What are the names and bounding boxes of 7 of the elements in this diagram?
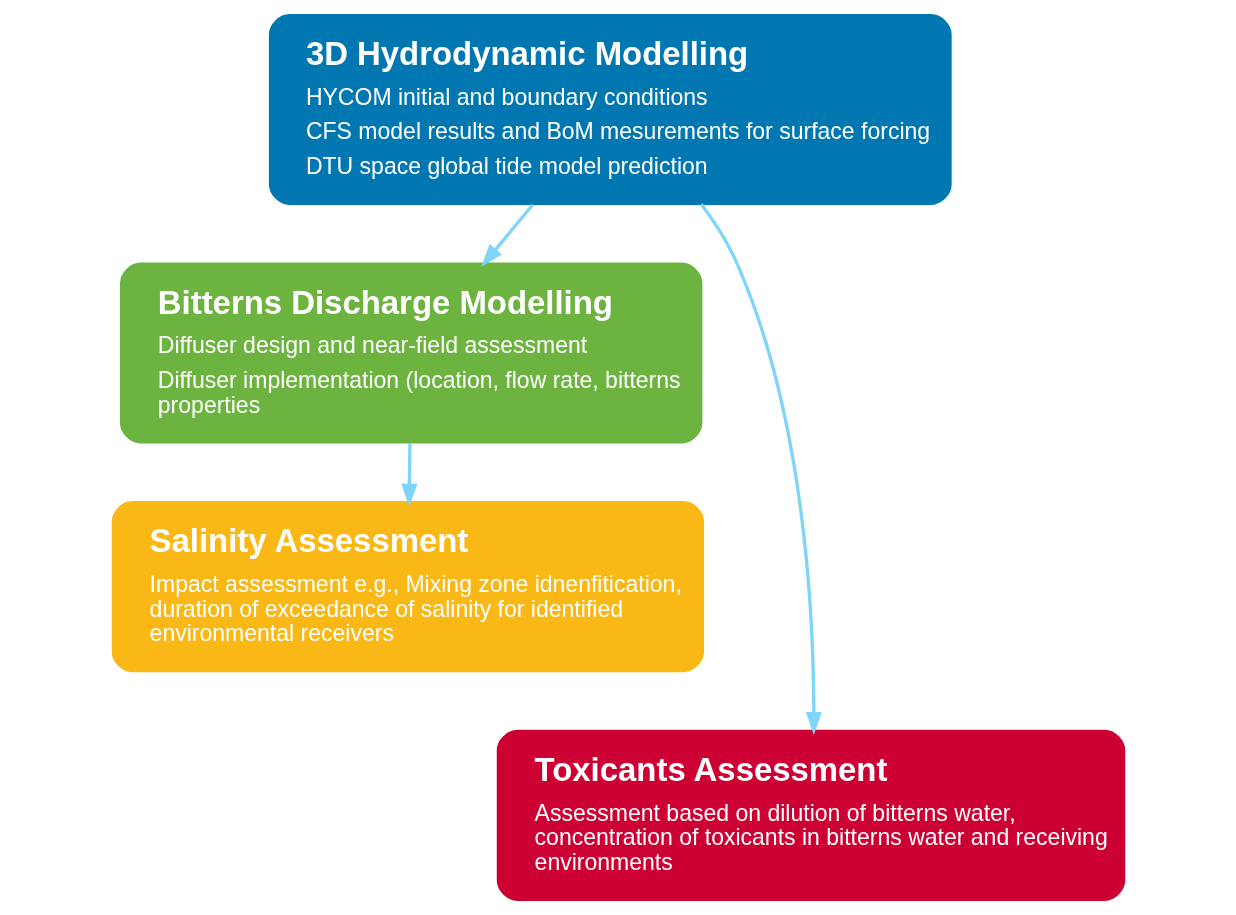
arrow xyxy=(400,443,417,507)
node-box: Toxicants Assessment Assessment based on dilution of bitterns water, concentration of toxicants in bitterns water and receiving environments xyxy=(496,729,1125,901)
node-box: 3D Hydrodynamic Modelling HYCOM initial and boundary conditions CFS model results and BoM mesurements for surface forcing DTU space global tide model prediction xyxy=(268,14,952,205)
arrow xyxy=(480,203,534,268)
node-box: Salinity Assessment Impact assessment e.g., Mixing zone idnenfitication, duration of exceedance of salinity for identified environmental receivers xyxy=(111,501,704,673)
node-box: Bitterns Discharge Modelling Diffuser design and near-field assessment Diffuser implementation (location, flow rate, bitterns properties xyxy=(119,262,702,444)
arrow xyxy=(699,203,822,736)
